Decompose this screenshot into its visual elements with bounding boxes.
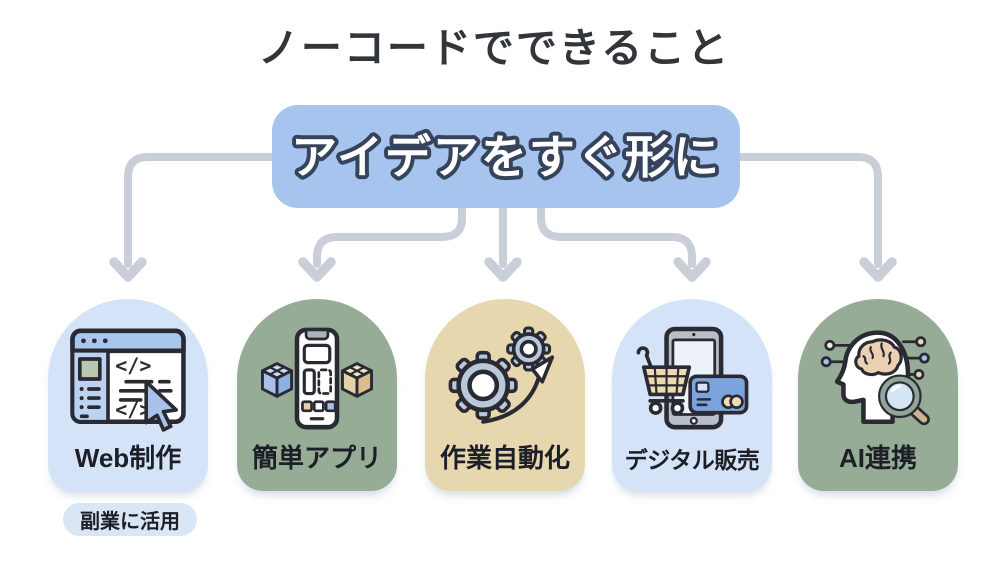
arrow-to-ai [736,153,882,268]
arrowhead [673,257,711,282]
card-web: </> </> Web制作 [48,299,208,491]
card-ai: AI連携 [798,299,958,491]
phone-blocks-icon [261,327,373,430]
ai-head-magnifier-icon [820,330,930,426]
hero-box-text: アイデアをすぐ形に [287,127,723,187]
side-job-badge-label: 副業に活用 [80,511,180,533]
card-label: 作業自動化 [439,443,570,473]
card-app: 簡単アプリ [237,299,397,491]
card-label: AI連携 [838,443,917,473]
arrowhead [859,257,897,282]
svg-text:</>: </> [115,354,151,378]
arrow-to-sales [537,204,696,268]
card-automation: 作業自動化 [425,299,585,491]
hero-box: アイデアをすぐ形に [272,105,740,208]
card-label: 簡単アプリ [251,443,382,473]
arrowhead [298,257,336,282]
arrow-to-web [124,153,276,268]
gears-growth-icon [448,326,555,424]
card-label: デジタル販売 [624,447,760,473]
card-label: Web制作 [74,443,182,473]
arrow-to-app [313,204,466,268]
browser-code-icon: </> </> [70,328,186,432]
side-job-badge: 副業に活用 [63,503,197,536]
arrowhead [109,257,147,282]
cart-payment-icon [636,326,749,430]
card-sales: デジタル販売 [612,299,772,491]
hero-label: アイデアをすぐ形に [291,131,721,183]
page-title: ノーコードでできること [257,25,731,71]
arrowhead [484,257,522,282]
